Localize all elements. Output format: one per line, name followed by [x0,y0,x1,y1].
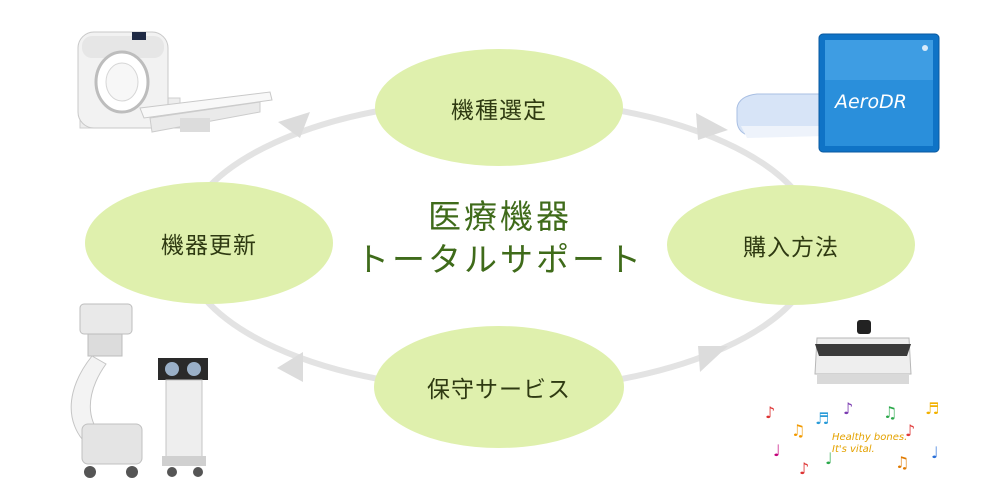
node-equipment-renewal-label: 機器更新 [161,233,257,259]
svg-text:♪: ♪ [765,403,775,422]
bone-tagline: Healthy bones. It's vital. [832,432,907,456]
node-equipment-renewal: 機器更新 [85,182,333,304]
svg-text:♫: ♫ [883,403,897,422]
svg-text:♪: ♪ [799,459,809,478]
bone-densitometer-illustration: ♪ ♫ ♩ ♬ ♪ ♫ ♪ ♬ ♩ ♫ ♪ ♩ [765,320,939,478]
ct-scanner-illustration [77,31,273,133]
arrow-upper-right [696,113,728,140]
node-purchase-method: 購入方法 [667,185,915,305]
arrow-lower-right [698,346,728,372]
node-model-selection-label: 機種選定 [451,97,547,124]
svg-text:♪: ♪ [843,399,853,418]
svg-text:♩: ♩ [773,441,781,460]
bone-tagline-line2: It's vital. [832,444,875,455]
center-title-line2: トータルサポート [356,240,644,279]
svg-text:♫: ♫ [791,421,805,440]
aerodr-panel-illustration: AeroDR [736,33,940,153]
node-maintenance-service: 保守サービス [374,326,624,448]
svg-text:♩: ♩ [931,443,939,462]
center-title: 医療機器 トータルサポート [290,196,710,282]
node-model-selection: 機種選定 [375,49,623,166]
arrow-lower-left [277,352,303,382]
aerodr-brand: AeroDR [833,91,907,113]
arrow-upper-left [278,112,310,138]
node-purchase-method-label: 購入方法 [743,235,839,261]
bone-tagline-line1: Healthy bones. [832,432,908,443]
svg-text:♬: ♬ [925,399,939,418]
center-title-line1: 医療機器 [428,197,572,236]
node-maintenance-service-label: 保守サービス [427,377,571,403]
svg-text:♬: ♬ [815,409,829,428]
c-arm-illustration [70,303,208,478]
svg-text:♪: ♪ [905,421,915,440]
svg-text:♩: ♩ [825,449,833,468]
svg-text:♫: ♫ [895,453,909,472]
